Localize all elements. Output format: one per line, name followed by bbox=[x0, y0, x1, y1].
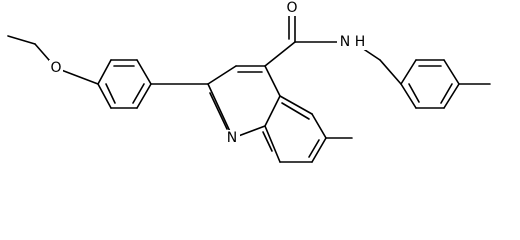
bond bbox=[262, 131, 273, 152]
bond bbox=[400, 59, 417, 85]
bond bbox=[440, 83, 453, 104]
ring-nitrogen-label: N bbox=[227, 130, 237, 146]
bonds bbox=[7, 14, 491, 163]
bond bbox=[443, 83, 460, 109]
bond bbox=[264, 65, 281, 97]
bond bbox=[281, 102, 310, 120]
bond bbox=[136, 59, 152, 85]
bond bbox=[209, 92, 228, 130]
structure-canvas: O O N H N bbox=[7, 0, 491, 163]
label-backdrop bbox=[49, 60, 63, 76]
amide-hydrogen-label: H bbox=[355, 34, 366, 50]
bond bbox=[379, 59, 402, 85]
bond bbox=[207, 83, 234, 139]
ether-oxygen-label: O bbox=[50, 60, 61, 76]
bond bbox=[400, 83, 417, 109]
label-backdrop bbox=[224, 130, 240, 146]
bond bbox=[264, 41, 296, 67]
chemical-structure: O O N H N bbox=[7, 0, 491, 163]
bond bbox=[308, 139, 320, 158]
bond bbox=[7, 35, 36, 45]
bond bbox=[443, 59, 460, 85]
bond bbox=[97, 83, 112, 109]
bond bbox=[408, 83, 420, 103]
bond bbox=[207, 65, 237, 85]
label-backdrop bbox=[353, 34, 367, 50]
bond bbox=[264, 95, 281, 127]
label-backdrop bbox=[337, 34, 353, 50]
bond bbox=[132, 83, 145, 104]
bond bbox=[311, 113, 327, 139]
atom-labels: O O N H N bbox=[49, 0, 367, 146]
bond bbox=[279, 95, 313, 115]
bond bbox=[311, 137, 327, 163]
bond bbox=[264, 125, 281, 163]
bond bbox=[136, 83, 152, 109]
label-backdrop bbox=[284, 0, 300, 16]
bond bbox=[97, 59, 112, 85]
bond bbox=[105, 83, 116, 104]
carbonyl-oxygen-label: O bbox=[286, 0, 297, 16]
amide-nitrogen-label: N bbox=[340, 34, 350, 50]
